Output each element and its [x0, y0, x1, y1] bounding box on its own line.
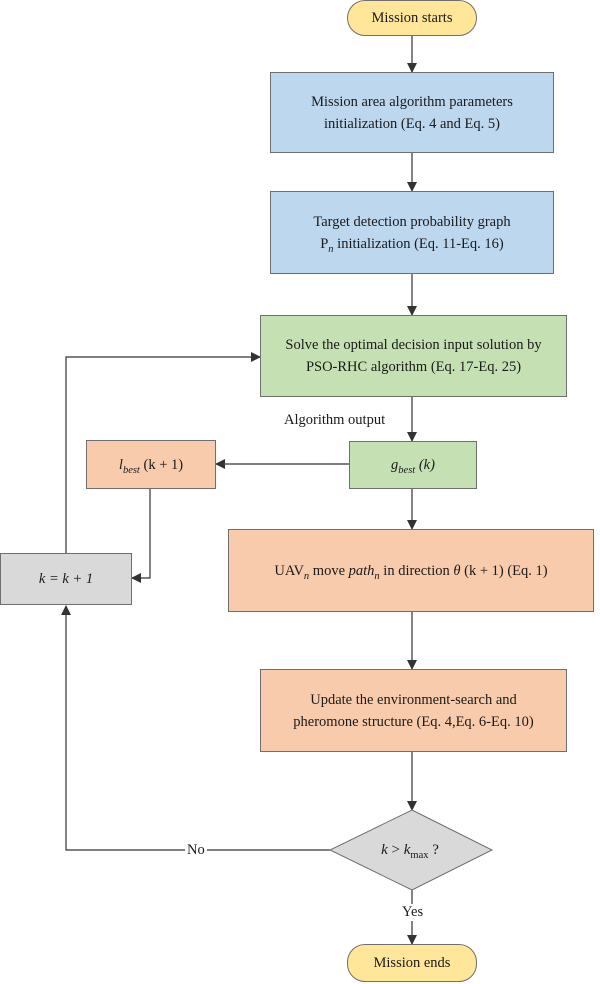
update-box: Update the environment-search and pherom… — [260, 669, 567, 752]
solve-line1: Solve the optimal decision input solutio… — [285, 337, 542, 353]
gbest-box: gbest (k) — [349, 441, 477, 489]
decision-kmax: k — [403, 841, 411, 858]
init-area-line2: initialization (Eq. 4 and Eq. 5) — [324, 115, 500, 132]
init-prob-box: Target detection probability graph Pn in… — [270, 191, 554, 274]
update-line2: pheromone structure (Eq. 4,Eq. 6-Eq. 10) — [293, 713, 534, 730]
lbest-box: lbest (k + 1) — [86, 440, 216, 489]
lbest-arg: (k + 1) — [139, 456, 184, 473]
lbest-subscript: best — [122, 464, 140, 476]
update-line1: Update the environment-search and — [310, 691, 517, 708]
algorithm-output-label: Algorithm output — [284, 412, 386, 428]
decision-text: k > kmax ? — [330, 830, 490, 870]
decision-diamond — [328, 809, 494, 891]
path-subscript: n — [374, 570, 380, 582]
lbest-text: lbest (k + 1) — [119, 454, 183, 476]
mission-end-text: Mission ends — [373, 955, 451, 971]
solve-line2: PSO-RHC algorithm (Eq. 17-Eq. 25) — [305, 359, 522, 375]
gbest-arg: (k) — [415, 457, 435, 473]
mission-end-terminal: Mission ends — [347, 944, 477, 982]
uav-label: UAV — [274, 562, 304, 579]
yes-label: Yes — [400, 904, 426, 921]
init-prob-line2-rest: initialization (Eq. 11-Eq. 16) — [333, 235, 504, 252]
decision-q: ? — [428, 841, 439, 858]
move-text: UAVn move pathn in direction θ (k + 1) (… — [274, 560, 547, 582]
gbest-symbol: g — [391, 457, 399, 473]
solve-box: Solve the optimal decision input solutio… — [260, 315, 567, 397]
mission-start-terminal: Mission starts — [347, 0, 477, 36]
mission-start-text: Mission starts — [371, 10, 453, 26]
move-word: move — [309, 562, 349, 579]
direction-text: in direction — [379, 562, 454, 579]
p-symbol: P — [320, 235, 329, 252]
counter-box: k = k + 1 — [0, 553, 132, 605]
decision-gt: > — [387, 841, 404, 858]
p-subscript: n — [328, 243, 334, 255]
move-box: UAVn move pathn in direction θ (k + 1) (… — [228, 529, 594, 612]
theta-symbol: θ — [453, 562, 461, 579]
move-rest: (k + 1) (Eq. 1) — [460, 562, 548, 579]
lbest-symbol: l — [118, 456, 123, 473]
counter-text: k = k + 1 — [38, 571, 94, 587]
decision-k: k — [381, 841, 388, 858]
init-area-box: Mission area algorithm parameters initia… — [270, 72, 554, 153]
arrow-decision-no-to-counter — [61, 605, 330, 851]
decision-kmax-subscript: max — [410, 849, 429, 861]
arrow-lbest-to-counter — [131, 489, 151, 583]
no-label: No — [185, 842, 207, 859]
gbest-subscript: best — [398, 464, 416, 476]
arrow-counter-to-solve — [65, 352, 261, 553]
uav-subscript: n — [303, 570, 310, 582]
path-label: path — [348, 562, 375, 579]
gbest-text: gbest (k) — [391, 454, 435, 476]
init-prob-line2: Pn initialization (Eq. 11-Eq. 16) — [313, 233, 510, 255]
init-prob-line1: Target detection probability graph — [313, 213, 511, 230]
init-area-line1: Mission area algorithm parameters — [311, 93, 513, 110]
